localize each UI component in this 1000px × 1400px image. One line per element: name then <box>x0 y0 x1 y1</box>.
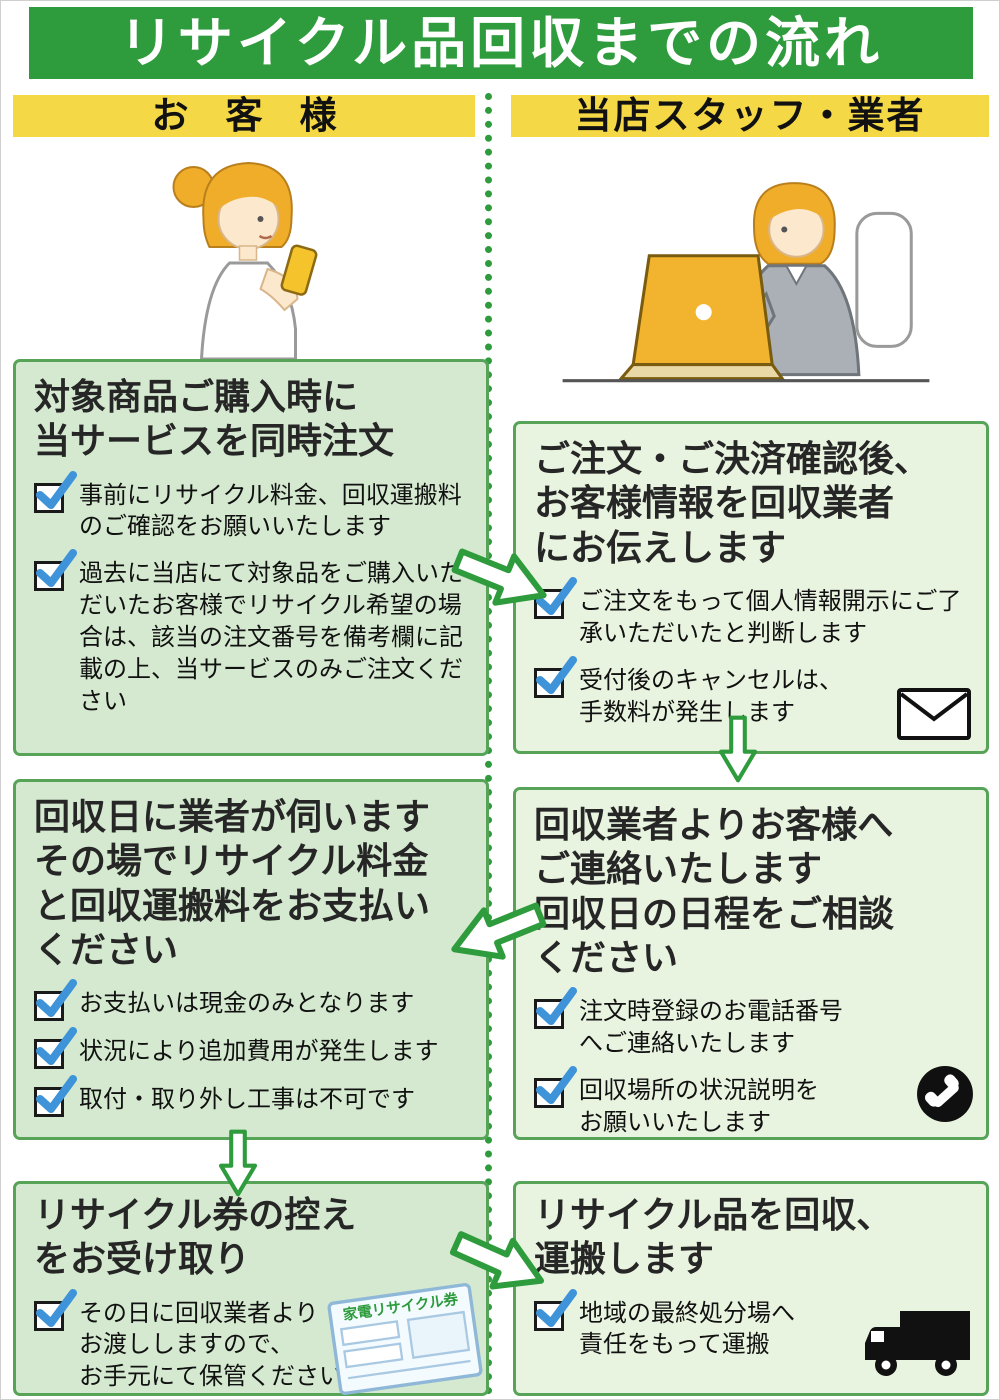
column-header-staff: 当店スタッフ・業者 <box>511 95 989 137</box>
step-title: 対象商品ご購入時に 当サービスを同時注文 <box>34 377 395 463</box>
step-title: 回収日に業者が伺います その場でリサイクル料金 と回収運搬料をお支払い ください <box>34 797 431 971</box>
staff-illustration <box>553 161 939 423</box>
checklist-item: お支払いは現金のみとなります <box>34 979 468 1022</box>
arrow-l2-to-l3 <box>209 1129 267 1197</box>
envelope-icon <box>896 687 972 741</box>
step-box-purchase-order: 対象商品ご購入時に 当サービスを同時注文 事前にリサイクル料金、回収運搬料のご確… <box>13 359 489 756</box>
customer-illustration <box>141 147 346 362</box>
checklist-item: 状況により追加費用が発生します <box>34 1027 468 1070</box>
checklist-item: ご注文をもって個人情報開示にご了承いただいたと判断します <box>534 576 968 650</box>
checkbox-icon <box>534 987 577 1030</box>
checklist-text: 注文時登録のお電話番号 へご連絡いたします <box>579 997 843 1057</box>
checkbox-icon <box>34 979 77 1022</box>
step-title: 回収業者よりお客様へ ご連絡いたします 回収日の日程をご相談 ください <box>534 805 895 979</box>
checklist-item: 回収場所の状況説明を お願いいたします <box>534 1065 968 1139</box>
arrow-l3-to-r3 <box>439 1210 559 1315</box>
checkbox-icon <box>34 470 77 513</box>
step-box-contact-customer: 回収業者よりお客様へ ご連絡いたします 回収日の日程をご相談 ください 注文時登… <box>513 787 989 1140</box>
truck-icon <box>862 1303 974 1383</box>
checklist-text: 事前にリサイクル料金、回収運搬料のご確認をお願いいたします <box>79 480 462 541</box>
arrow-l1-to-r1 <box>442 527 561 629</box>
checklist-text: 取付・取り外し工事は不可です <box>79 1085 415 1114</box>
step-title: ご注文・ご決済確認後、 お客様情報を回収業者 にお伝えします <box>534 439 931 569</box>
checklist-text: その日に回収業者より お渡ししますので、 お手元にて保管ください <box>79 1298 343 1391</box>
checklist-text: 回収場所の状況説明を お願いいたします <box>579 1075 819 1136</box>
checklist-text: 受付後のキャンセルは、 手数料が発生します <box>579 665 843 726</box>
arrow-r1-to-r2 <box>709 715 767 783</box>
checkbox-icon <box>34 1075 77 1118</box>
checklist-text: 状況により追加費用が発生します <box>79 1037 439 1066</box>
checkbox-icon <box>534 1065 577 1108</box>
checklist-text: お支払いは現金のみとなります <box>79 989 415 1018</box>
checkbox-icon <box>534 655 577 698</box>
column-header-customer: お 客 様 <box>13 95 475 137</box>
arrow-r2-to-l2 <box>438 881 557 983</box>
checkbox-icon <box>34 1027 77 1070</box>
checklist-item: 取付・取り外し工事は不可です <box>34 1075 468 1118</box>
step-box-confirm-payment: ご注文・ご決済確認後、 お客様情報を回収業者 にお伝えします ご注文をもって個人… <box>513 421 989 754</box>
step-box-collect-transport: リサイクル品を回収、 運搬します 地域の最終処分場へ 責任をもって運搬 <box>513 1181 989 1396</box>
checklist-item: 注文時登録のお電話番号 へご連絡いたします <box>534 987 968 1060</box>
step-box-pay-on-pickup: 回収日に業者が伺います その場でリサイクル料金 と回収運搬料をお支払い ください… <box>13 779 489 1140</box>
step-box-receive-ticket: リサイクル券の控え をお受け取り その日に回収業者より お渡ししますので、 お手… <box>13 1181 489 1396</box>
step-title: リサイクル品を回収、 運搬します <box>534 1195 893 1281</box>
step-title: リサイクル券の控え をお受け取り <box>34 1195 357 1281</box>
checklist-text: 地域の最終処分場へ 責任をもって運搬 <box>579 1298 795 1359</box>
checklist-item: 地域の最終処分場へ 責任をもって運搬 <box>534 1288 968 1362</box>
checkbox-icon <box>34 1288 77 1331</box>
phone-icon <box>916 1065 974 1123</box>
checkbox-icon <box>534 1288 577 1331</box>
recycle-ticket-illustration: 家電リサイクル券 <box>326 1281 484 1396</box>
checklist-text: 過去に当店にて対象品をご購入いただいたお客様でリサイクル希望の場合は、該当の注文… <box>79 559 463 715</box>
checklist-item: その日に回収業者より お渡ししますので、 お手元にて保管ください <box>34 1288 468 1394</box>
checkbox-icon <box>34 549 77 592</box>
checklist-item: 過去に当店にて対象品をご購入いただいたお客様でリサイクル希望の場合は、該当の注文… <box>34 549 468 718</box>
page-title: リサイクル品回収までの流れ <box>29 7 973 79</box>
checklist-item: 事前にリサイクル料金、回収運搬料のご確認をお願いいたします <box>34 470 468 544</box>
checklist-text: ご注文をもって個人情報開示にご了承いただいたと判断します <box>579 586 962 647</box>
checklist-item: 受付後のキャンセルは、 手数料が発生します <box>534 655 968 729</box>
